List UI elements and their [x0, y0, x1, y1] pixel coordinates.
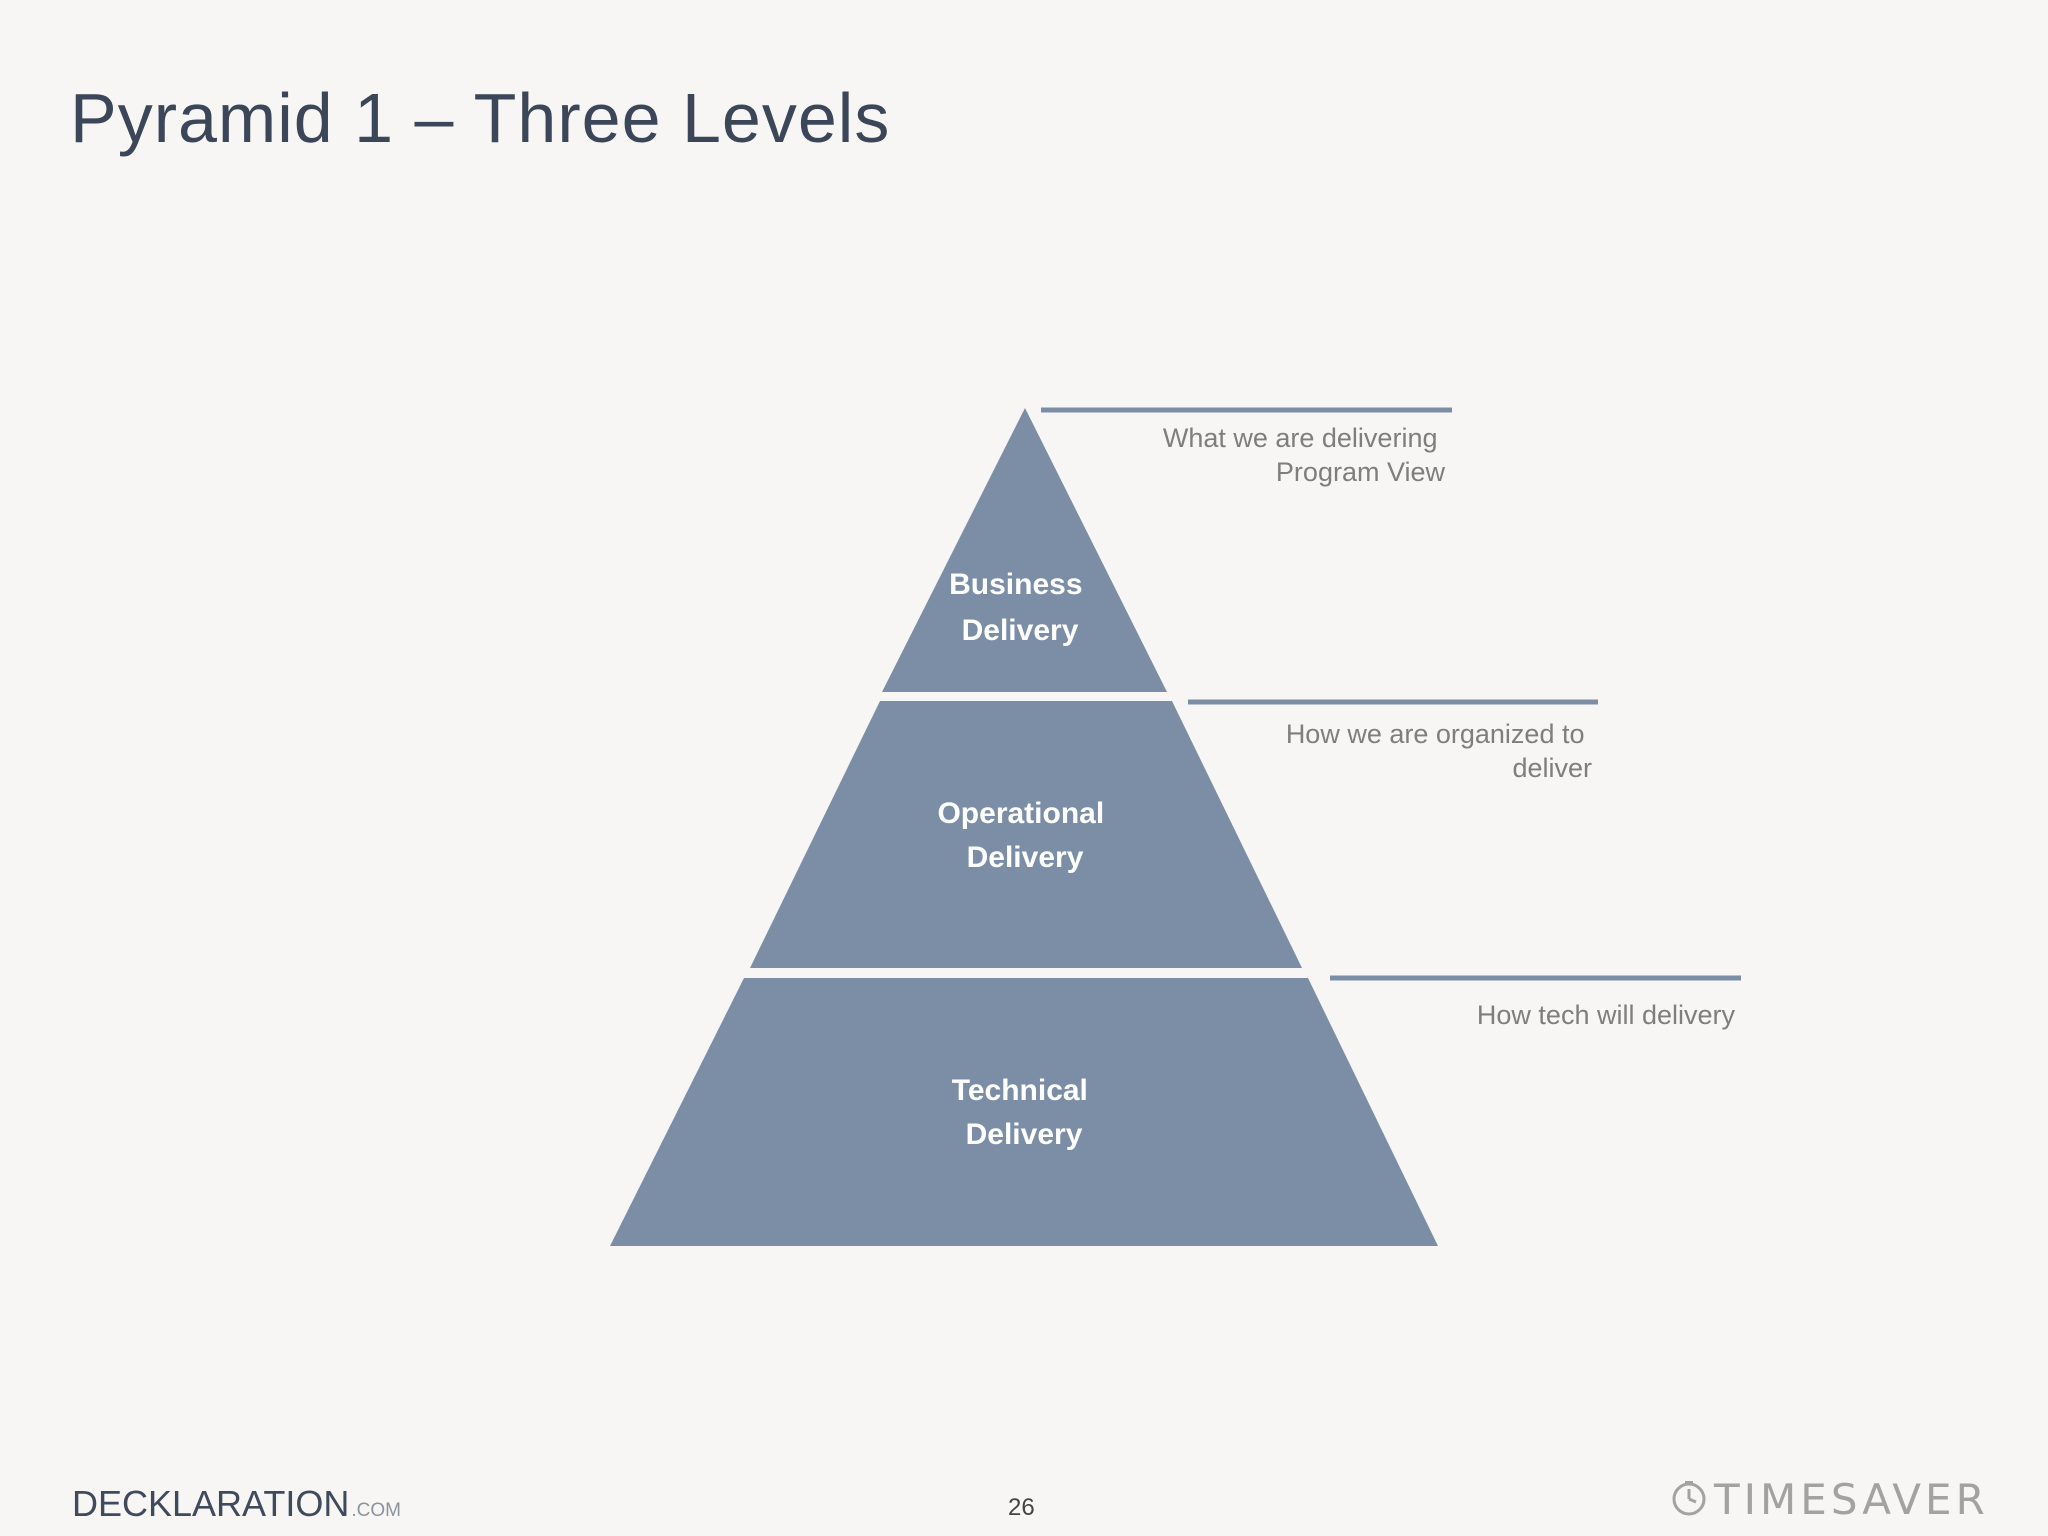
brand-suffix: .COM [351, 1500, 401, 1521]
level-label-operational: Operational Delivery [937, 797, 1112, 874]
pyramid-level-business [882, 408, 1167, 692]
pyramid-level-technical [610, 978, 1438, 1246]
level-label-business: Business Delivery [949, 568, 1091, 647]
level-label-technical: Technical Delivery [952, 1074, 1097, 1151]
page-number: 26 [1008, 1494, 1035, 1521]
brand-name: DECKLARATION [72, 1483, 350, 1524]
pyramid-level-operational [750, 701, 1302, 968]
timesaver-logo: TIMESAVER [1670, 1474, 1989, 1524]
timesaver-text: TIMESAVER [1714, 1474, 1989, 1524]
annotation-business: What we are delivering Program View [1163, 423, 1446, 487]
annotation-technical: How tech will delivery [1477, 1000, 1736, 1030]
footer-brand-logo: DECKLARATION.COM [72, 1483, 401, 1525]
annotation-operational: How we are organized to deliver [1286, 719, 1592, 783]
slide-title: Pyramid 1 – Three Levels [70, 79, 891, 157]
clock-icon [1672, 1481, 1706, 1516]
